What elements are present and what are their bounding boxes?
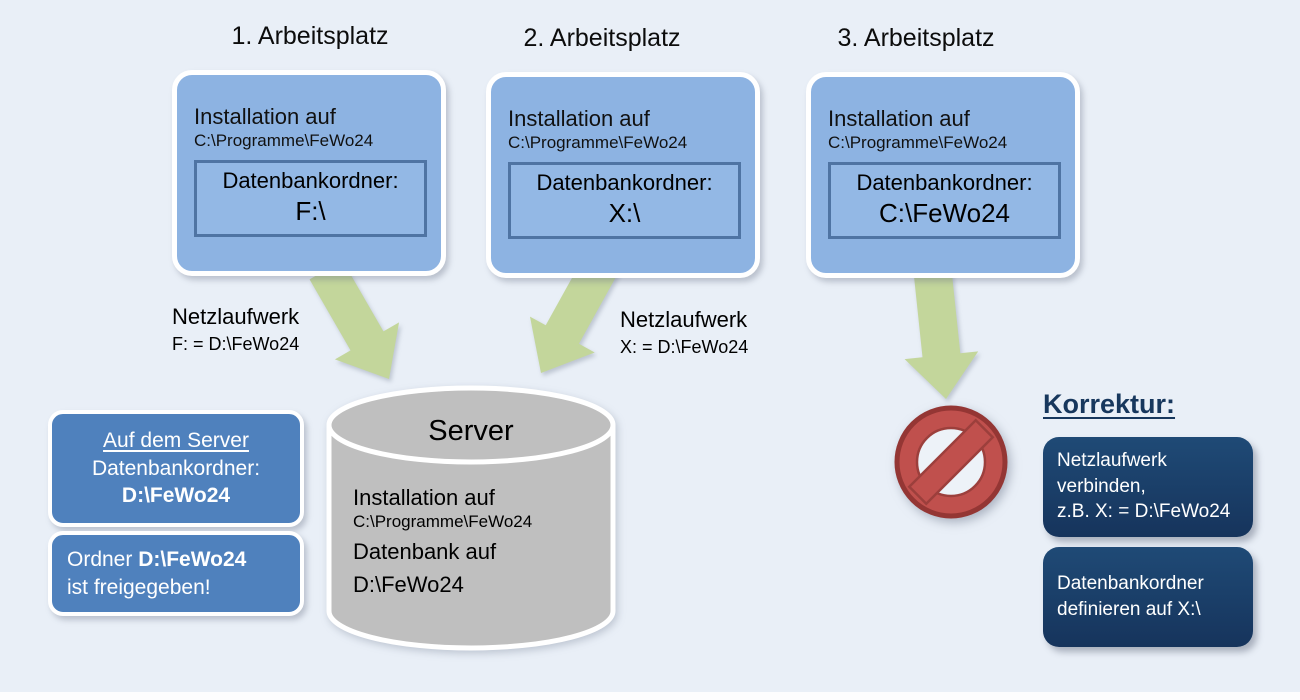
database-folder-value: F:\ [295, 195, 326, 226]
install-label: Installation auf [508, 106, 650, 131]
note-folder-path: D:\FeWo24 [121, 484, 231, 508]
arrow-down-right-icon [309, 260, 400, 379]
database-folder-box: Datenbankordner: C:\FeWo24 [828, 162, 1061, 240]
database-folder-box: Datenbankordner: X:\ [508, 162, 741, 240]
install-path: C:\Programme\FeWo24 [194, 131, 374, 151]
database-folder-label: Datenbankordner: [222, 168, 399, 194]
note-line: Ordner D:\FeWo24 [67, 546, 292, 574]
network-drive-title: Netzlaufwerk [620, 307, 748, 332]
network-drive-label-2: Netzlaufwerk X: = D:\FeWo24 [620, 307, 748, 358]
korrektur-heading: Korrektur: [1043, 389, 1176, 419]
server-cylinder-icon [326, 385, 616, 651]
step-line: Datenbankordner [1057, 573, 1204, 595]
network-drive-title: Netzlaufwerk [172, 304, 300, 329]
korrektur-step-2: Datenbankordner definieren auf X:\ [1043, 547, 1253, 647]
install-label: Installation auf [194, 104, 336, 129]
note-heading: Auf dem Server [103, 429, 249, 452]
note-line: Datenbankordner: [91, 456, 261, 480]
step-line: Netzlaufwerk [1057, 450, 1167, 471]
install-label: Installation auf [828, 106, 970, 131]
note-line: ist freigegeben! [67, 575, 211, 599]
database-folder-label: Datenbankordner: [536, 170, 713, 196]
workstation-3-title: 3. Arbeitsplatz [837, 24, 995, 52]
workstation-2-box: Installation auf C:\Programme\FeWo24 Dat… [486, 72, 760, 278]
server-install-path: C:\Programme\FeWo24 [353, 512, 533, 532]
server-note-folder: Auf dem Server Datenbankordner: D:\FeWo2… [48, 410, 304, 527]
note-prefix: Ordner [67, 548, 139, 571]
arrow-down-left-icon [529, 253, 619, 373]
arrow-down-icon [904, 271, 979, 399]
server-db-label: Datenbank auf [353, 539, 497, 565]
database-folder-box: Datenbankordner: F:\ [194, 160, 427, 238]
korrektur-step-1: Netzlaufwerk verbinden, z.B. X: = D:\FeW… [1043, 437, 1253, 537]
workstation-1-title: 1. Arbeitsplatz [231, 22, 389, 50]
workstation-2-title: 2. Arbeitsplatz [523, 24, 681, 52]
step-line: definieren auf X:\ [1057, 599, 1201, 620]
network-drive-mapping: X: = D:\FeWo24 [620, 337, 749, 358]
network-drive-mapping: F: = D:\FeWo24 [172, 334, 300, 355]
note-folder-path: D:\FeWo24 [138, 548, 247, 571]
bottom-margin-strip [0, 692, 1300, 700]
network-drive-label-1: Netzlaufwerk F: = D:\FeWo24 [172, 304, 299, 355]
server-text: Installation auf C:\Programme\FeWo24 Dat… [353, 485, 603, 598]
step-line: verbinden, [1057, 475, 1146, 497]
workstation-3-box: Installation auf C:\Programme\FeWo24 Dat… [806, 72, 1080, 278]
step-line: z.B. X: = D:\FeWo24 [1057, 501, 1231, 523]
database-folder-value: C:\FeWo24 [878, 197, 1010, 228]
database-folder-label: Datenbankordner: [856, 170, 1033, 196]
install-path: C:\Programme\FeWo24 [828, 133, 1008, 153]
no-entry-icon [894, 405, 1008, 519]
database-folder-value: X:\ [608, 197, 641, 228]
server-note-shared: Ordner D:\FeWo24 ist freigegeben! [48, 531, 304, 616]
server-title: Server [428, 415, 514, 447]
install-path: C:\Programme\FeWo24 [508, 133, 688, 153]
server-install-label: Installation auf [353, 485, 495, 510]
workstation-1-box: Installation auf C:\Programme\FeWo24 Dat… [172, 70, 446, 276]
server-db-path: D:\FeWo24 [353, 571, 464, 597]
